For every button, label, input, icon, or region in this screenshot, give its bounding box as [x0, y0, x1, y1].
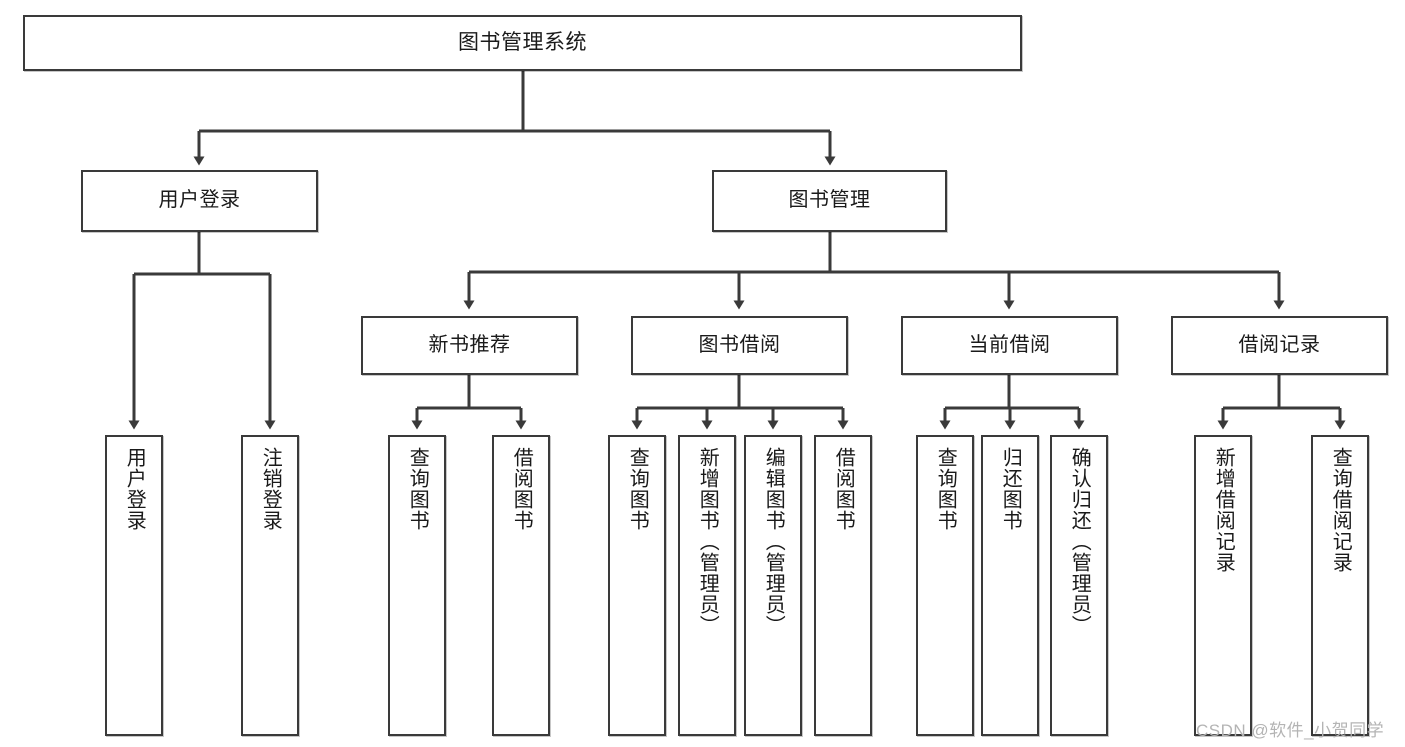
node-leaf-add-record-label: 新增借阅记录 [1212, 447, 1235, 573]
node-leaf-borrow-book-1[interactable]: 借阅图书 [492, 435, 550, 736]
node-leaf-user-login[interactable]: 用户登录 [105, 435, 163, 736]
node-leaf-user-login-label: 用户登录 [123, 447, 146, 531]
node-new-book-recommend-label: 新书推荐 [428, 333, 511, 356]
node-leaf-return-book[interactable]: 归还图书 [981, 435, 1039, 736]
node-new-book-recommend[interactable]: 新书推荐 [361, 316, 578, 375]
node-leaf-add-record[interactable]: 新增借阅记录 [1194, 435, 1252, 736]
node-leaf-query-book-2-label: 查询图书 [626, 447, 649, 531]
node-leaf-return-book-label: 归还图书 [999, 447, 1022, 531]
node-borrow-record-label: 借阅记录 [1238, 333, 1321, 356]
node-leaf-add-book-label: 新增图书（管理员） [696, 447, 719, 636]
csdn-watermark: CSDN @软件_小贺同学 [1196, 721, 1385, 740]
node-book-manage-label: 图书管理 [788, 189, 871, 212]
node-leaf-query-book-1-label: 查询图书 [406, 447, 429, 531]
node-leaf-confirm-return-label: 确认归还（管理员） [1068, 447, 1091, 636]
node-leaf-borrow-book-1-label: 借阅图书 [510, 447, 533, 531]
node-leaf-logout[interactable]: 注销登录 [241, 435, 299, 736]
node-leaf-edit-book[interactable]: 编辑图书（管理员） [744, 435, 802, 736]
node-leaf-query-book-3[interactable]: 查询图书 [916, 435, 974, 736]
node-current-borrow[interactable]: 当前借阅 [901, 316, 1118, 375]
node-book-borrow-label: 图书借阅 [698, 333, 781, 356]
node-leaf-confirm-return[interactable]: 确认归还（管理员） [1050, 435, 1108, 736]
node-leaf-borrow-book-2-label: 借阅图书 [832, 447, 855, 531]
node-current-borrow-label: 当前借阅 [968, 333, 1051, 356]
node-user-login-label: 用户登录 [158, 189, 241, 212]
node-root-label: 图书管理系统 [458, 30, 587, 54]
node-book-borrow[interactable]: 图书借阅 [631, 316, 848, 375]
node-leaf-query-book-2[interactable]: 查询图书 [608, 435, 666, 736]
node-leaf-add-book[interactable]: 新增图书（管理员） [678, 435, 736, 736]
node-leaf-query-book-1[interactable]: 查询图书 [388, 435, 446, 736]
node-leaf-logout-label: 注销登录 [259, 447, 282, 531]
node-root[interactable]: 图书管理系统 [23, 15, 1022, 71]
node-leaf-query-book-3-label: 查询图书 [934, 447, 957, 531]
node-leaf-query-record[interactable]: 查询借阅记录 [1311, 435, 1369, 736]
node-leaf-borrow-book-2[interactable]: 借阅图书 [814, 435, 872, 736]
node-borrow-record[interactable]: 借阅记录 [1171, 316, 1388, 375]
node-book-manage[interactable]: 图书管理 [712, 170, 947, 232]
node-leaf-query-record-label: 查询借阅记录 [1329, 447, 1352, 573]
node-leaf-edit-book-label: 编辑图书（管理员） [762, 447, 785, 636]
node-user-login[interactable]: 用户登录 [81, 170, 318, 232]
